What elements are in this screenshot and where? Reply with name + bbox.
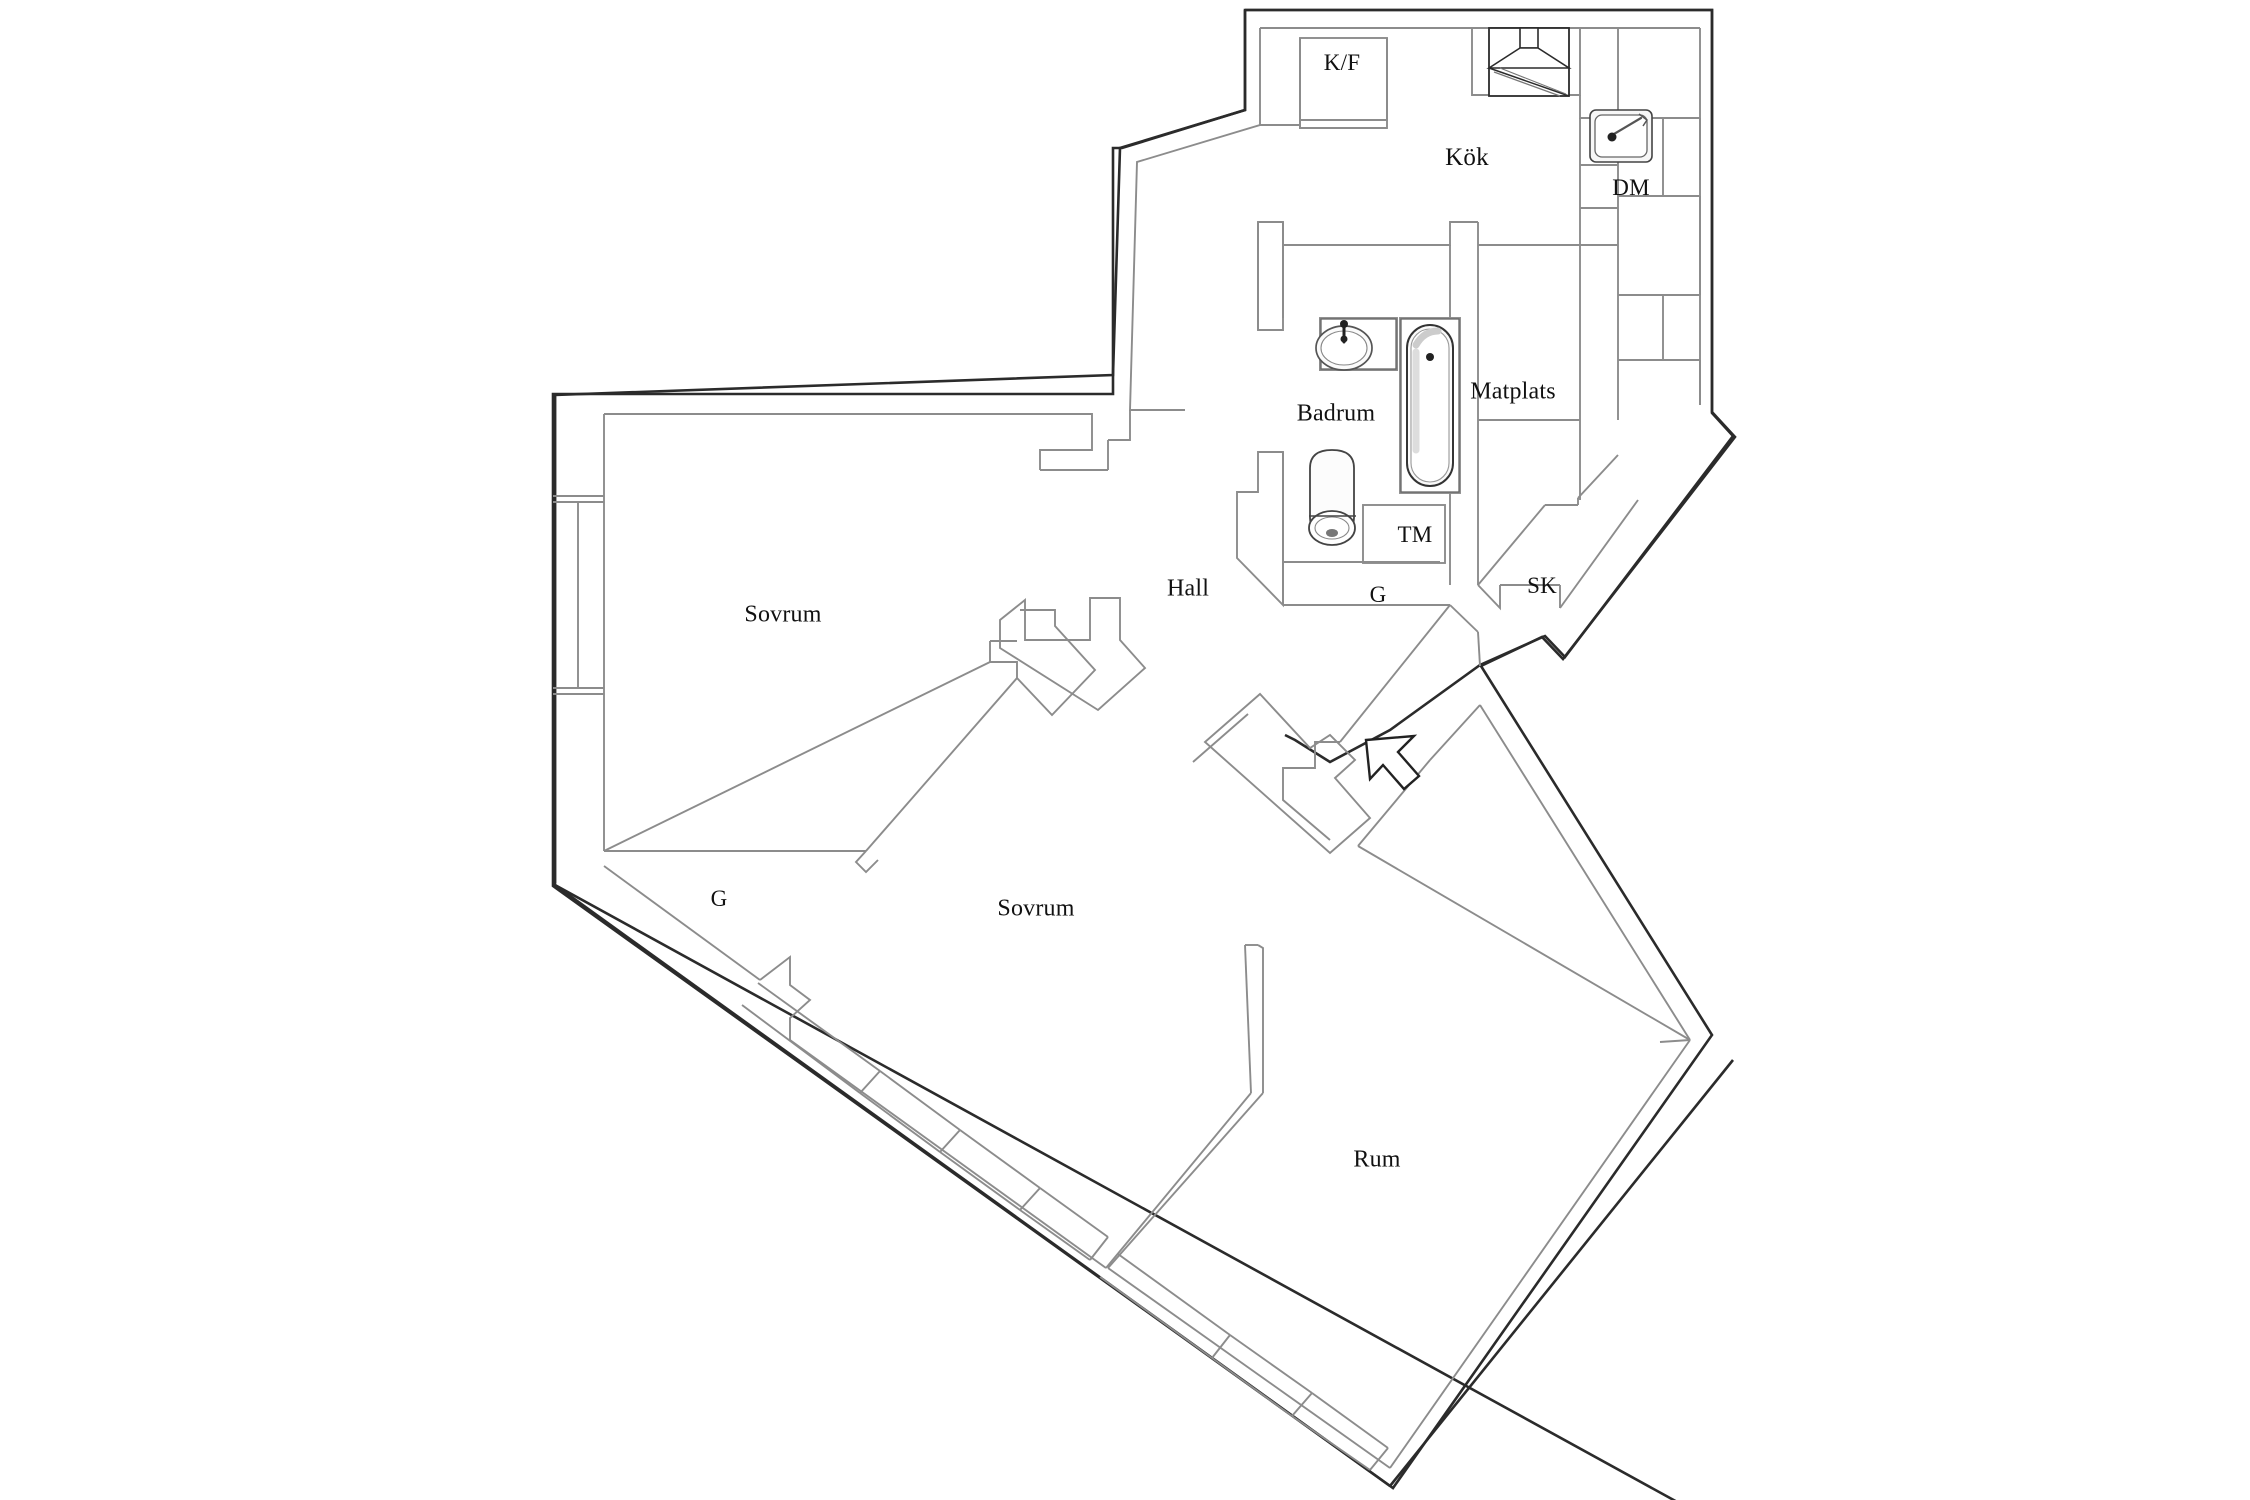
room-label-rum: Rum — [1353, 1146, 1401, 1173]
outer-walls — [553, 8, 1735, 1500]
room-label-hall: Hall — [1166, 575, 1210, 602]
inner-walls — [553, 27, 1701, 1471]
entrance-arrow-icon — [1364, 734, 1421, 791]
room-label-g-sovrum: G — [710, 886, 728, 911]
room-label-dm: DM — [1612, 175, 1650, 200]
cooker-hood-icon — [1486, 27, 1572, 97]
room-label-sovrum-1: Sovrum — [744, 601, 822, 628]
room-label-kf: K/F — [1323, 50, 1361, 75]
toilet-icon — [1308, 449, 1356, 546]
room-label-badrum: Badrum — [1296, 400, 1376, 427]
room-label-g-bathroom: G — [1369, 582, 1387, 607]
room-label-tm: TM — [1397, 522, 1433, 547]
wash-basin-icon — [1315, 318, 1397, 371]
bathtub-icon — [1400, 318, 1460, 493]
outer-wall-envelope — [551, 8, 1737, 1490]
room-label-matplats: Matplats — [1470, 378, 1556, 405]
room-label-sovrum-2: Sovrum — [997, 895, 1075, 922]
kitchen-sink-icon — [1589, 109, 1653, 163]
room-label-kok: Kök — [1445, 144, 1489, 171]
room-label-sk: SK — [1527, 573, 1557, 598]
